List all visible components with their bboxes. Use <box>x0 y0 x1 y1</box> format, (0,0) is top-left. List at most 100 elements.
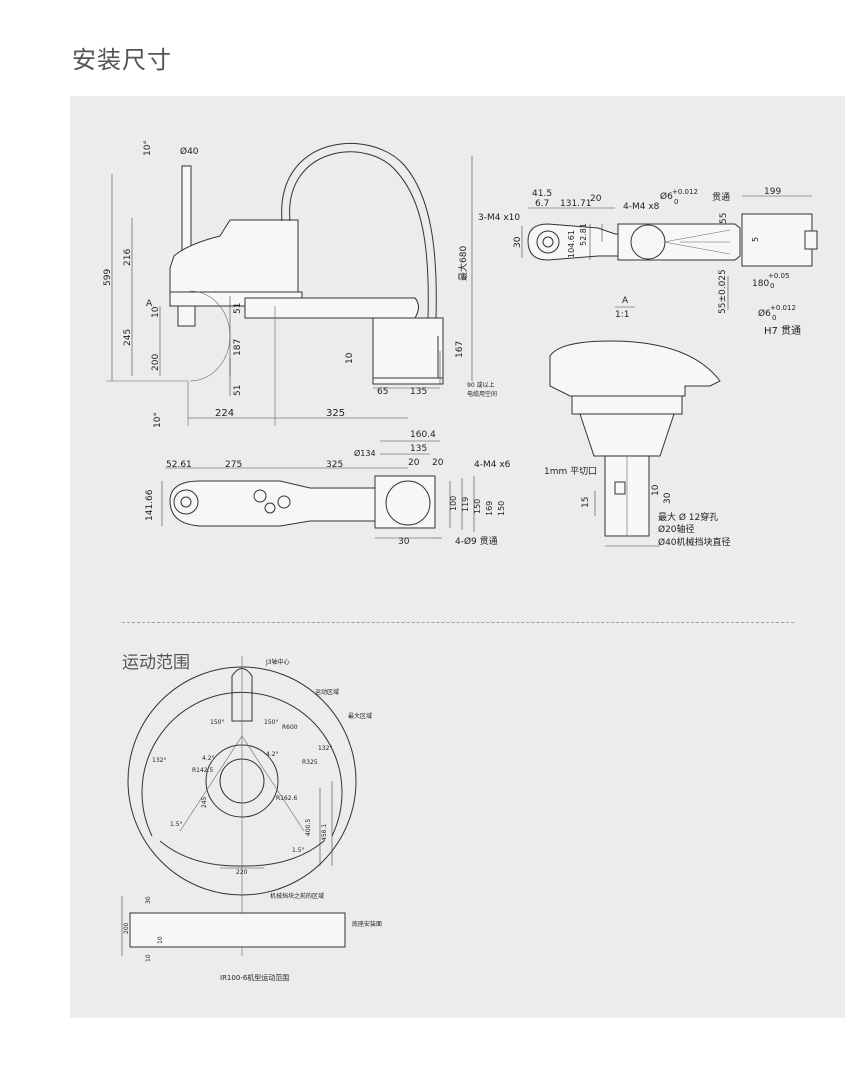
range-label: R600 <box>282 724 298 731</box>
range-label: 220 <box>236 869 248 876</box>
dim-label: 最大680 <box>457 246 469 281</box>
dim-label: 135 <box>410 444 427 454</box>
dim-label: 51 <box>233 385 243 396</box>
dim-label: 160.4 <box>410 430 436 440</box>
range-label: 1.5° <box>170 821 183 828</box>
dim-label: 275 <box>225 460 242 470</box>
dim-label: 200 <box>151 354 161 371</box>
dim-label: 4-M4 x8 <box>623 202 660 212</box>
range-label: 4.2° <box>266 751 279 758</box>
range-label: 400.5 <box>305 819 312 836</box>
shaft-label: 最大 Ø 12穿孔 <box>658 511 718 523</box>
dim-label: 100 <box>449 496 458 511</box>
range-label: 200 <box>123 922 130 934</box>
dim-label: 贯通 <box>712 192 730 203</box>
shaft-label: 10 <box>651 484 661 496</box>
range-label: 运动区域 <box>315 688 339 696</box>
range-label: 150° <box>264 719 278 726</box>
dim-label: Ø134 <box>354 448 376 458</box>
dim-label: 216 <box>123 249 133 266</box>
dim-label: +0.012 <box>770 304 796 312</box>
range-label: 4.2° <box>202 755 215 762</box>
range-label: J3轴中心 <box>265 658 290 666</box>
shaft-label: 15 <box>581 497 591 508</box>
dim-label: 20 <box>408 458 420 468</box>
dim-label: 131.71 <box>560 199 592 209</box>
dim-label: 0 <box>772 314 776 322</box>
dim-label: 224 <box>215 408 234 419</box>
range-label: 458.1 <box>321 824 328 841</box>
range-label: 10 <box>157 936 164 944</box>
dim-label: 180 <box>752 279 769 289</box>
dim-label: 325 <box>326 408 345 419</box>
dim-label: 199 <box>764 187 781 197</box>
dim-label: 104.61 <box>567 230 576 258</box>
dim-label: H7 贯通 <box>764 325 801 337</box>
range-label: 10 <box>145 954 152 962</box>
range-label: 132° <box>152 757 166 764</box>
cable-note: 90 或以上 <box>467 381 495 389</box>
dim-label: 141.66 <box>145 489 155 521</box>
dim-label: +0.05 <box>768 272 789 280</box>
dim-label: 325 <box>326 460 343 470</box>
dim-label: 51 <box>233 303 243 314</box>
dim-label: 10° <box>153 412 163 428</box>
shaft-label: 30 <box>663 492 673 504</box>
range-label: 最大区域 <box>348 712 372 720</box>
dim-label: 245 <box>123 329 133 346</box>
range-label: R325 <box>302 759 318 766</box>
dim-label: 20 <box>590 194 602 204</box>
section-divider <box>122 622 794 623</box>
dim-label: 41.5 <box>532 189 552 199</box>
dim-label: 5 <box>751 237 760 242</box>
dim-label: 0 <box>674 198 678 206</box>
dim-label: 119 <box>461 497 470 512</box>
dim-label: 10 <box>151 306 161 318</box>
dim-label: Ø40 <box>180 146 199 157</box>
range-label: 245 <box>201 796 208 808</box>
shaft-label: Ø40机械挡块直径 <box>658 536 731 548</box>
range-caption: IR100-6机型运动范围 <box>220 973 289 982</box>
shaft-label: Ø20轴径 <box>658 523 695 535</box>
dim-label: 135 <box>410 387 427 397</box>
dim-label: 55±0.025 <box>718 269 728 314</box>
holes-label: 4-M4 x6 <box>474 460 511 470</box>
dim-label: 150 <box>473 499 482 514</box>
scale-label: 1:1 <box>615 310 629 320</box>
dim-label: Ø6 <box>758 308 771 319</box>
page-title: 安装尺寸 <box>72 46 172 74</box>
dim-label: 6.7 <box>535 199 549 209</box>
range-label: R142.5 <box>192 767 214 774</box>
technical-drawings: 10° Ø40 599 216 245 200 10 51 187 10 51 … <box>103 140 818 982</box>
cable-note: 电缆用空间 <box>467 390 497 398</box>
dim-label: 30 <box>398 537 410 547</box>
dim-label: 65 <box>377 387 388 397</box>
dim-label: 10° <box>143 140 153 156</box>
top-view: 52.61 275 325 Ø134 160.4 135 20 20 141.6… <box>145 430 511 547</box>
shaft-label: 1mm 平切口 <box>544 466 597 477</box>
dim-label: Ø6 <box>660 191 673 202</box>
dim-label: 187 <box>233 339 243 356</box>
range-label: 30 <box>145 896 152 904</box>
dim-label: 167 <box>455 341 465 358</box>
motion-range: J3轴中心 运动区域 最大区域 150° 150° R600 132° 132°… <box>121 656 382 982</box>
through-label: 4-Ø9 贯通 <box>455 536 498 547</box>
shaft-detail: 1mm 平切口 15 10 30 最大 Ø 12穿孔 Ø20轴径 Ø40机械挡块… <box>544 340 731 548</box>
dim-label: 10 <box>345 352 355 364</box>
drawing-panel: 10° Ø40 599 216 245 200 10 51 187 10 51 … <box>70 96 845 1018</box>
range-label: 150° <box>210 719 224 726</box>
dim-label: 150 <box>497 501 506 516</box>
dim-label: +0.012 <box>672 188 698 196</box>
side-view: 10° Ø40 599 216 245 200 10 51 187 10 51 … <box>103 140 497 428</box>
range-label: 机械挡块之前的区域 <box>270 892 324 900</box>
dim-label: 3-M4 x10 <box>478 213 520 223</box>
detail-view-a: 41.5 6.7 131.71 20 3-M4 x10 30 104.61 52… <box>478 187 818 337</box>
range-label: 132° <box>318 745 332 752</box>
dim-label: 55 <box>719 213 729 224</box>
dim-label: 169 <box>485 501 494 516</box>
dim-label: 30 <box>513 236 523 248</box>
section-title-motion-range: 运动范围 <box>122 653 190 673</box>
dim-label: 20 <box>432 458 444 468</box>
dim-label: 599 <box>103 269 113 286</box>
dim-label: 52.81 <box>579 223 588 246</box>
